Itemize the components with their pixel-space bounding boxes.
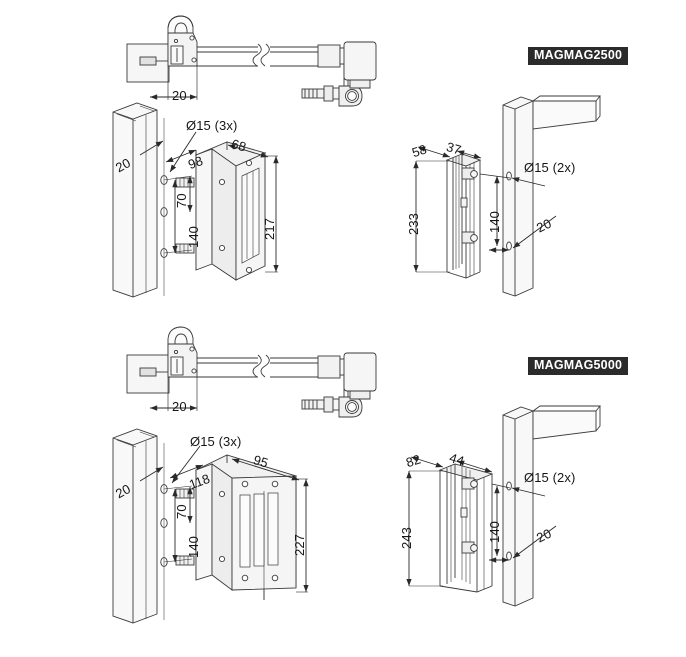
dim-spacing-upper-2500: 70	[174, 193, 189, 208]
dim-hole-note-side-5000: Ø15 (2x)	[524, 470, 576, 485]
dims-post-side-2500	[413, 146, 557, 273]
dims-post-bracket-2500	[139, 131, 279, 273]
arm-assembly-2500	[126, 15, 377, 107]
dim-side-height-5000: 243	[399, 527, 414, 549]
dim-hole-note-side-2500: Ø15 (2x)	[524, 160, 576, 175]
model-tag-5000: MAGMAG5000	[528, 357, 629, 376]
dim-arm-offset-5000: 20	[172, 399, 187, 414]
post-side-view-5000	[438, 405, 601, 607]
dim-hole-note-bracket-5000: Ø15 (3x)	[190, 434, 242, 449]
dims-post-bracket-5000	[139, 445, 309, 593]
dim-spacing-lower-5000: 140	[186, 536, 201, 558]
dim-side-hole-spacing-2500: 140	[487, 211, 502, 233]
model-tag-2500: MAGMAG2500	[528, 47, 629, 66]
dim-arm-offset-2500: 20	[172, 88, 187, 103]
dims-post-side-5000	[406, 456, 557, 587]
dim-spacing-upper-5000: 70	[174, 504, 189, 519]
dim-side-height-2500: 233	[406, 213, 421, 235]
dim-side-hole-spacing-5000: 140	[487, 521, 502, 543]
dim-hole-note-bracket-2500: Ø15 (3x)	[186, 118, 238, 133]
arm-assembly-5000	[126, 326, 377, 418]
dim-spacing-lower-2500: 140	[186, 226, 201, 248]
post-side-view-2500	[445, 95, 601, 297]
dim-bracket-height-5000: 227	[292, 534, 307, 556]
dim-bracket-height-2500: 217	[262, 218, 277, 240]
